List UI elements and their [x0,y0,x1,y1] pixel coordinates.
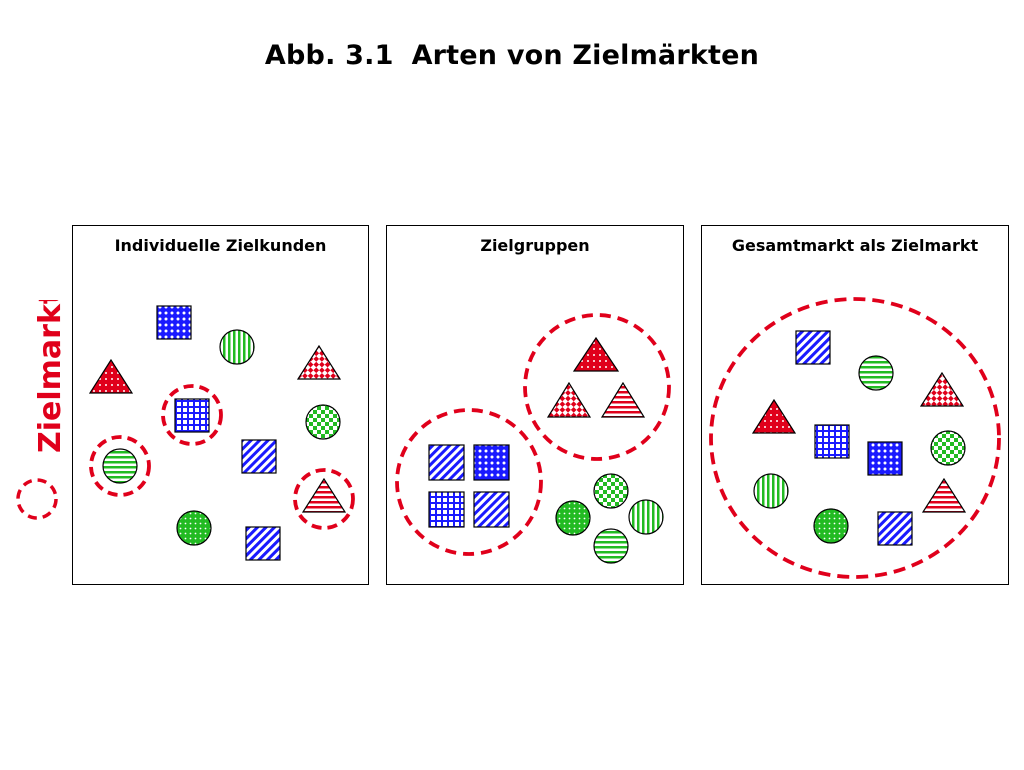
circle-shape [555,500,591,536]
square-shape [867,441,903,476]
target-market-circle [293,468,355,530]
target-market-circle [161,384,223,446]
legend: Zielmarkt [16,300,68,520]
circle-shape [753,473,789,509]
triangle-shape [546,381,592,418]
circle-shape [858,355,894,391]
panel-title: Gesamtmarkt als Zielmarkt [731,236,979,255]
panel-title: Individuelle Zielkunden [114,236,327,255]
circle-shape [628,499,664,535]
panel-title: Zielgruppen [480,236,590,255]
square-shape [241,439,277,474]
triangle-shape [88,358,134,394]
triangle-shape [600,381,646,418]
triangle-shape [572,336,620,372]
square-shape [814,424,850,459]
circle-shape [593,473,629,509]
figure-title: Arten von Zielmärkten [411,40,760,71]
triangle-shape [751,398,797,434]
panel-shapes [88,305,355,561]
triangle-shape [921,477,967,513]
square-shape [877,511,913,546]
circle-shape [305,404,341,440]
target-market-circle [395,408,543,556]
legend-dashed-circle-icon [16,478,58,520]
circle-shape [219,329,255,365]
legend-label: Zielmarkt [33,300,68,453]
panel-individual-customers: Individuelle Zielkunden [72,225,369,585]
panel-total-market: Gesamtmarkt als Zielmarkt [701,225,1009,585]
triangle-shape [296,344,342,380]
panel-shapes [709,297,1001,579]
square-shape [473,444,510,481]
square-shape [428,491,465,528]
target-market-circle [89,435,151,497]
square-shape [174,398,210,433]
triangle-shape [919,371,965,407]
circle-shape [813,508,849,544]
circle-shape [102,448,138,484]
square-shape [428,444,465,481]
triangle-shape [301,477,347,513]
figure-number: Abb. 3.1 [264,40,394,71]
square-shape [156,305,192,340]
square-shape [473,491,510,528]
square-shape [245,526,281,561]
target-market-circle [709,297,1001,579]
square-shape [795,330,831,365]
panel-target-groups: Zielgruppen [386,225,684,585]
panel-shapes [395,313,671,564]
target-market-circle [523,313,671,461]
circle-shape [593,528,629,564]
page-title: Abb. 3.1 Arten von Zielmärkten [0,40,1024,71]
circle-shape [176,510,212,546]
circle-shape [930,430,966,466]
